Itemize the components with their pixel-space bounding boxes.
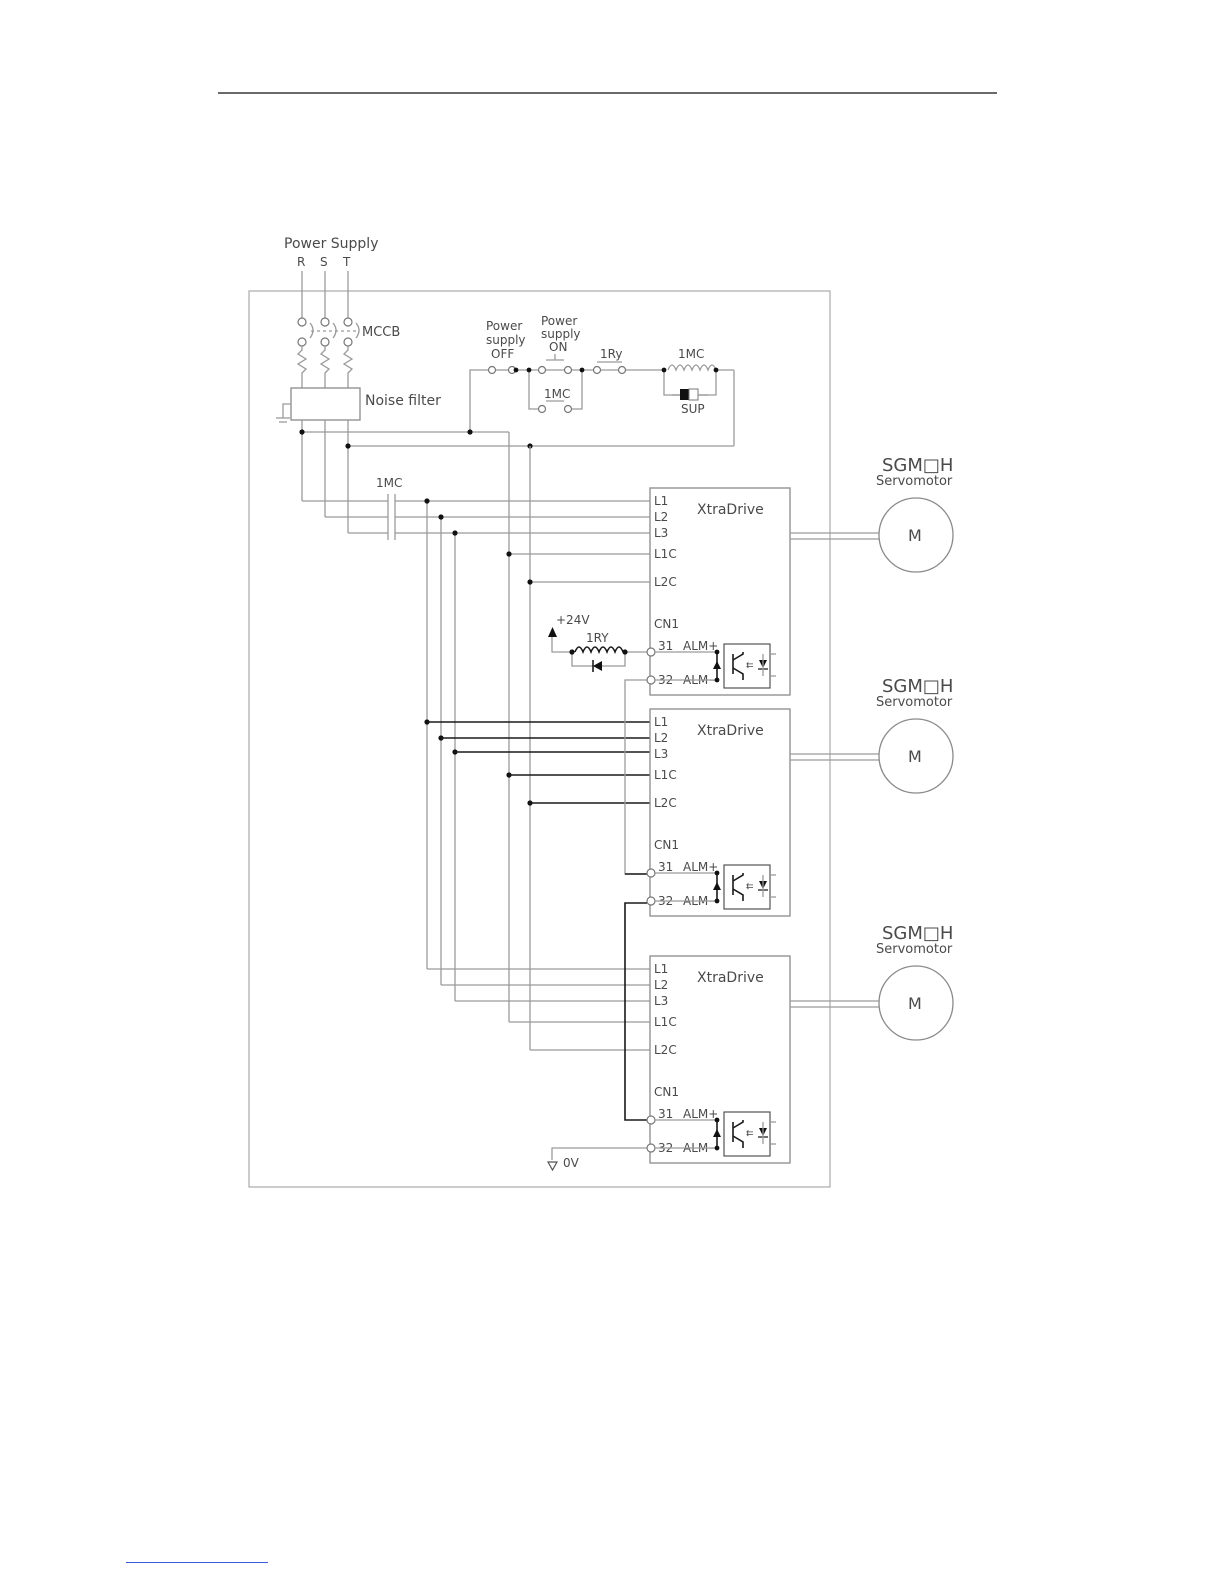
drive-terminal-label: L1 xyxy=(654,494,668,508)
alarm-optocoupler: ⇇ xyxy=(655,864,776,910)
svg-text:⇇: ⇇ xyxy=(746,661,754,671)
drive-terminal-label: L2 xyxy=(654,978,668,992)
power-supply-title: Power Supply xyxy=(284,236,379,252)
svg-text:⇇: ⇇ xyxy=(746,1129,754,1139)
pin-32-terminal xyxy=(646,896,656,906)
drive-2-power-feed xyxy=(427,721,650,804)
drive-connector-label: CN1 xyxy=(654,838,679,852)
svg-text:⇇: ⇇ xyxy=(746,882,754,892)
suppressor-label: SUP xyxy=(681,402,705,416)
drive-box xyxy=(649,708,791,917)
control-junctions xyxy=(299,367,719,449)
relay-1ry-label-upper: 1Ry xyxy=(600,347,622,361)
drive-terminal-label: L2 xyxy=(654,510,668,524)
motor-symbol: M xyxy=(908,747,922,766)
drive-terminal-label: L2 xyxy=(654,731,668,745)
supply-on-label-2: supply xyxy=(541,327,581,341)
pin-32-terminal xyxy=(646,1143,656,1153)
pin-31-terminal xyxy=(646,1115,656,1125)
distribution-buses xyxy=(426,432,650,1050)
phase-t-label: T xyxy=(342,255,351,269)
supply-off-label-2: supply xyxy=(486,333,526,347)
ground-symbol xyxy=(276,403,291,423)
motor-type: Servomotor xyxy=(876,695,953,710)
alarm-daisy-chain xyxy=(546,679,647,1172)
phase-r-label: R xyxy=(297,255,305,269)
motor-type: Servomotor xyxy=(876,474,953,489)
drive-name: XtraDrive xyxy=(697,970,764,986)
noise-filter-box xyxy=(290,387,361,421)
main-contactor xyxy=(302,494,650,540)
pin-31-number: 31 xyxy=(658,1107,673,1121)
motor-model: SGM□H xyxy=(882,455,953,476)
alarm-optocoupler: ⇇ xyxy=(655,643,776,689)
motor-symbol: M xyxy=(908,526,922,545)
motor-circle xyxy=(878,718,954,794)
incoming-phase-wires xyxy=(301,271,349,318)
drive-name: XtraDrive xyxy=(697,502,764,518)
relay-1ry-label-lower: 1RY xyxy=(586,631,609,645)
pin-31-name: ALM+ xyxy=(683,860,718,874)
pin-31-number: 31 xyxy=(658,639,673,653)
drive-box xyxy=(649,955,791,1164)
footer-link-underline[interactable] xyxy=(126,1562,268,1563)
enclosure-frame xyxy=(248,290,831,1188)
supply-on-label-3: ON xyxy=(549,340,567,354)
drive-connector-label: CN1 xyxy=(654,617,679,631)
motor-circle xyxy=(878,497,954,573)
motor-model: SGM□H xyxy=(882,923,953,944)
drive-box xyxy=(649,487,791,696)
drive-terminal-label: L1 xyxy=(654,715,668,729)
supply-off-label-3: OFF xyxy=(491,347,514,361)
coil-1mc-label: 1MC xyxy=(678,347,704,361)
drive-3-power-feed xyxy=(427,968,650,1051)
motors-layer: MSGM□HServomotorMSGM□HServomotorMSGM□HSe… xyxy=(876,455,954,1041)
drive-terminal-label: L3 xyxy=(654,526,668,540)
zero-v-label: 0V xyxy=(563,1156,580,1170)
pin-31-terminal xyxy=(646,868,656,878)
drive-terminal-label: L2C xyxy=(654,796,677,810)
motor-type: Servomotor xyxy=(876,942,953,957)
noise-filter-label: Noise filter xyxy=(365,393,441,409)
contact-1mc-label: 1MC xyxy=(544,387,570,401)
fuse-symbols xyxy=(296,346,354,388)
control-circuit xyxy=(469,354,735,446)
drive-terminal-label: L1C xyxy=(654,1015,677,1029)
mccb-label: MCCB xyxy=(362,325,400,340)
motor-symbol: M xyxy=(908,994,922,1013)
supply-off-label-1: Power xyxy=(486,319,522,333)
drive-terminal-label: L1 xyxy=(654,962,668,976)
drive-terminal-label: L2C xyxy=(654,575,677,589)
supply-on-label-1: Power xyxy=(541,314,577,328)
drive-terminal-label: L1C xyxy=(654,547,677,561)
main-contactor-label: 1MC xyxy=(376,476,402,490)
plus-24v-label: +24V xyxy=(556,613,590,627)
pin-31-name: ALM+ xyxy=(683,1107,718,1121)
drive-terminal-label: L1C xyxy=(654,768,677,782)
pin-31-name: ALM+ xyxy=(683,639,718,653)
pin-32-terminal xyxy=(646,675,656,685)
relay-1ry-circuit xyxy=(548,627,647,672)
motor-model: SGM□H xyxy=(882,676,953,697)
drive-terminal-label: L2C xyxy=(654,1043,677,1057)
pin-31-terminal xyxy=(646,647,656,657)
pin-31-number: 31 xyxy=(658,860,673,874)
drive-terminal-label: L3 xyxy=(654,994,668,1008)
drive-name: XtraDrive xyxy=(697,723,764,739)
drive-terminal-label: L3 xyxy=(654,747,668,761)
mccb-breaker xyxy=(297,317,360,347)
alarm-optocoupler: ⇇ xyxy=(655,1111,776,1157)
phase-s-label: S xyxy=(320,255,328,269)
motor-circle xyxy=(878,965,954,1041)
drive-connector-label: CN1 xyxy=(654,1085,679,1099)
